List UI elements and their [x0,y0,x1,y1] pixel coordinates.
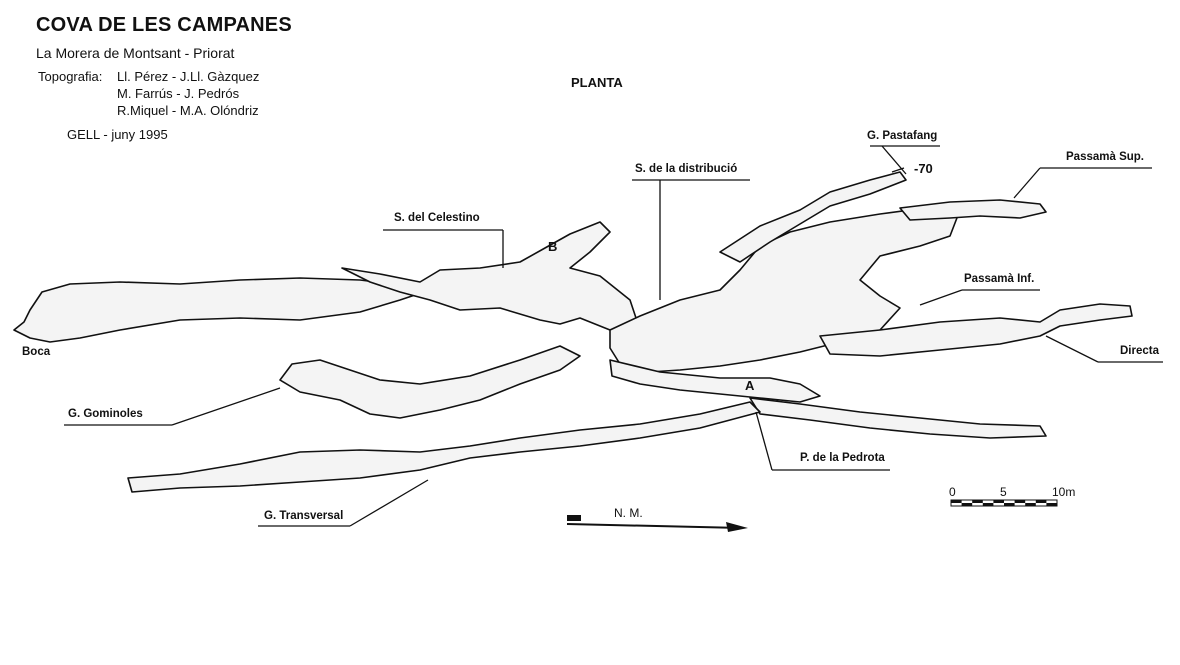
lower-passage [609,359,821,403]
label-boca: Boca [22,346,51,358]
label-directa: Directa [1120,345,1159,357]
gominoles-gallery [279,345,581,419]
topography-label: Topografia: [38,69,103,84]
label-point-b: B [548,239,558,254]
pastafang-gallery [719,171,907,263]
topography-author-line: Ll. Pérez - J.Ll. Gàzquez [117,69,260,84]
label-passama-sup: Passamà Sup. [1066,151,1144,163]
directa-gallery [819,303,1133,357]
label-celestino: S. del Celestino [394,212,480,224]
label-pastafang: G. Pastafang [867,130,938,142]
label-distribucio: S. de la distribució [635,163,738,175]
label-pedrota: P. de la Pedrota [800,452,885,464]
label-depth: -70 [914,161,933,176]
label-passama-inf: Passamà Inf. [964,273,1035,285]
transversal-gallery [127,401,761,493]
north-label: N. M. [614,506,643,520]
view-label: PLANTA [571,75,623,90]
survey-credit: GELL - juny 1995 [67,127,168,142]
scale-tick-label: 10m [1052,485,1076,499]
passama-sup-gallery [899,199,1047,221]
label-point-a: A [745,378,755,393]
entrance-gallery [13,277,419,343]
celestino-hall [341,221,641,331]
scale-tick-label: 0 [949,485,956,499]
label-transversal: G. Transversal [264,510,344,522]
scale-tick-label: 5 [1000,485,1007,499]
label-gominoles: G. Gominoles [68,408,143,420]
north-arrow-icon [566,515,748,532]
map-title: COVA DE LES CAMPANES [36,14,292,36]
scale-bar [950,499,1058,507]
map-subtitle: La Morera de Montsant - Priorat [36,45,235,61]
pedrota-gallery [749,397,1047,439]
topography-author-line: R.Miquel - M.A. Olóndriz [117,103,259,118]
topography-author-line: M. Farrús - J. Pedrós [117,86,240,101]
